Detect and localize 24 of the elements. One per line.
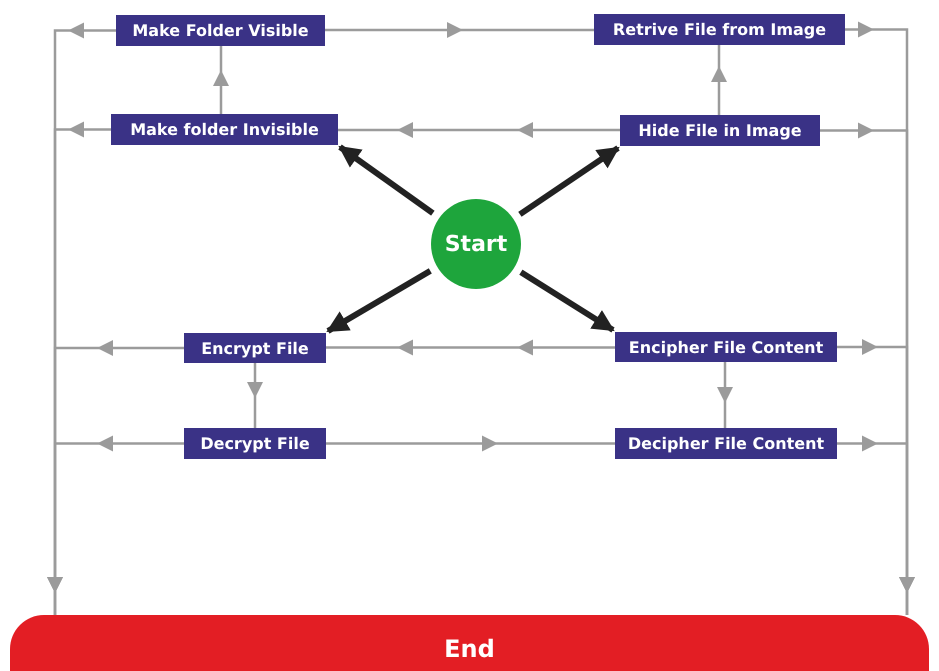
connector-arrow (338, 122, 620, 138)
process-box: Retrive File from Image (594, 14, 845, 45)
connector-arrow (837, 436, 915, 615)
connector-arrow (519, 270, 615, 333)
connector-arrow (213, 46, 229, 114)
process-box: Decipher File Content (615, 428, 837, 459)
process-box: Decrypt File (184, 428, 326, 459)
connector-arrow (247, 363, 263, 428)
process-box: Make folder Invisible (111, 114, 338, 145)
terminal-circle: Start (431, 199, 521, 289)
process-box: Encipher File Content (615, 332, 837, 362)
connector-arrow (518, 146, 620, 217)
connector-arrow (338, 144, 435, 216)
connector-arrow (326, 268, 432, 334)
process-box: Hide File in Image (620, 115, 820, 146)
connector-arrow (326, 340, 615, 356)
connector-arrow (326, 436, 615, 452)
process-box: Encrypt File (184, 333, 326, 363)
process-box: Make Folder Visible (116, 15, 325, 46)
connector-arrow (47, 436, 184, 615)
connector-arrow (717, 362, 733, 428)
connector-arrow (711, 45, 727, 115)
terminal-bar: End (10, 615, 929, 671)
connector-arrow (325, 22, 594, 38)
